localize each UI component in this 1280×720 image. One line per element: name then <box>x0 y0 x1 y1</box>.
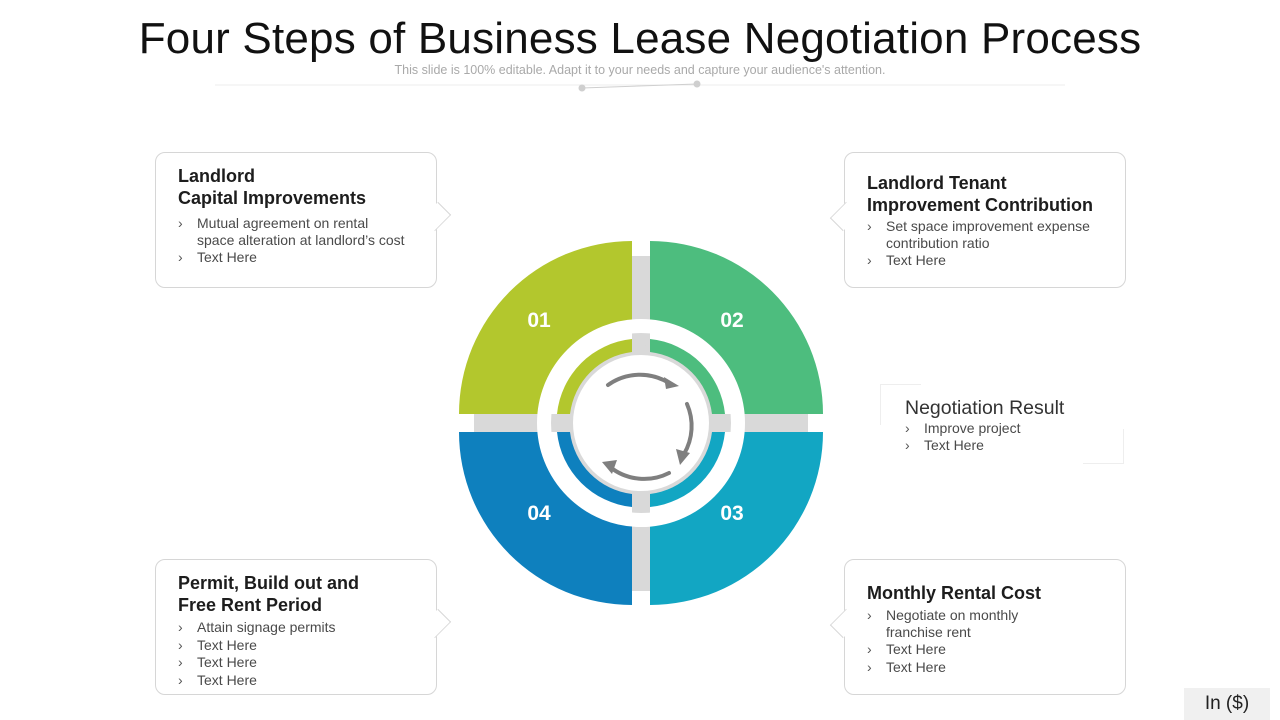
segment-04-number: 04 <box>527 502 551 525</box>
step1-title: Landlord Capital Improvements <box>178 165 414 209</box>
panel-corner-decoration <box>1083 429 1124 464</box>
step3-item: Text Here <box>867 641 1103 658</box>
step4-title-line2: Free Rent Period <box>178 595 323 615</box>
currency-label: In ($) <box>1184 688 1270 720</box>
title-divider <box>215 80 1065 92</box>
segment-04 <box>459 432 632 605</box>
step2-title-line2: Improvement Contribution <box>867 195 1093 215</box>
inner-segment-02 <box>650 339 725 414</box>
step4-info-box: Permit, Build out and Free Rent Period A… <box>155 559 452 695</box>
step2-item: Text Here <box>867 252 1103 269</box>
callout-pointer <box>829 608 860 639</box>
step2-title-line1: Landlord Tenant <box>867 173 1007 193</box>
center-circle <box>573 355 709 491</box>
step4-item: Attain signage permits <box>178 619 414 636</box>
step2-title: Landlord Tenant Improvement Contribution <box>867 172 1103 216</box>
callout-pointer <box>829 201 860 232</box>
step4-title: Permit, Build out and Free Rent Period <box>178 572 414 616</box>
step1-item: Text Here <box>178 249 414 266</box>
callout-pointer <box>421 608 452 639</box>
step4-list: Attain signage permits Text Here Text He… <box>178 619 414 688</box>
cycle-arrows-icon <box>602 372 694 481</box>
segment-03 <box>650 432 823 605</box>
segment-02 <box>650 241 823 414</box>
step1-title-line2: Capital Improvements <box>178 188 367 208</box>
step1-info-box: Landlord Capital Improvements Mutual agr… <box>155 152 452 288</box>
step1-title-line1: Landlord <box>178 166 255 186</box>
negotiation-result-panel: Negotiation Result Improve project Text … <box>880 384 1124 464</box>
step2-item: Set space improvement expensecontributio… <box>867 218 1103 251</box>
segment-01-number: 01 <box>527 309 551 332</box>
segment-01 <box>459 241 632 414</box>
negotiation-cycle-diagram: 01 02 03 04 <box>459 241 823 605</box>
result-item: Text Here <box>905 437 1020 454</box>
step4-title-line1: Permit, Build out and <box>178 573 360 593</box>
segment-02-number: 02 <box>720 309 743 332</box>
result-title: Negotiation Result <box>905 397 1065 419</box>
slide-subtitle: This slide is 100% editable. Adapt it to… <box>394 63 886 77</box>
inner-segment-01 <box>557 339 632 414</box>
result-list: Improve project Text Here <box>905 420 1020 454</box>
callout-pointer <box>421 201 452 232</box>
step4-item: Text Here <box>178 654 414 671</box>
panel-corner-decoration <box>880 384 921 425</box>
slide-title: Four Steps of Business Lease Negotiation… <box>138 14 1142 63</box>
step3-title: Monthly Rental Cost <box>867 583 1041 603</box>
inner-segment-04 <box>557 432 632 507</box>
step4-item: Text Here <box>178 672 414 689</box>
result-item: Improve project <box>905 420 1020 437</box>
white-ring <box>537 319 745 527</box>
inner-segment-03 <box>650 432 725 507</box>
step3-info-box: Monthly Rental Cost Negotiate on monthly… <box>829 559 1126 695</box>
step2-info-box: Landlord Tenant Improvement Contribution… <box>829 152 1126 288</box>
step3-item: Text Here <box>867 659 1103 676</box>
segment-03-number: 03 <box>720 502 743 525</box>
step2-list: Set space improvement expensecontributio… <box>867 218 1103 269</box>
step4-item: Text Here <box>178 637 414 654</box>
